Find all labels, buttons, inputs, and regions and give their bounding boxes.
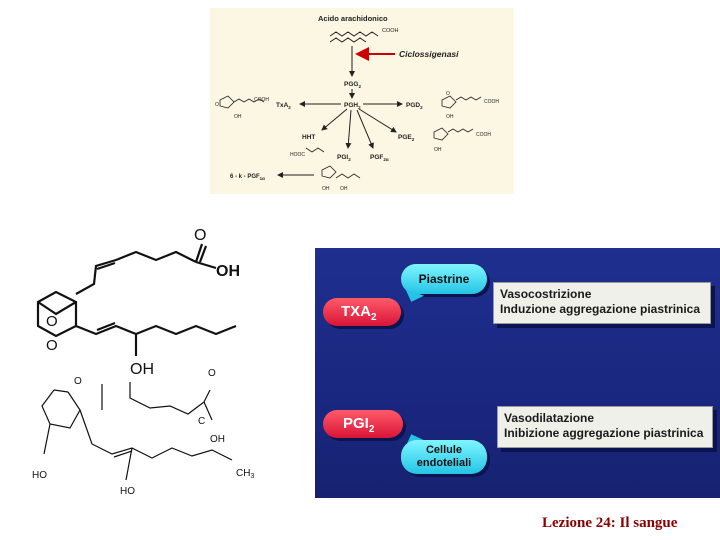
pathway-diagram: Acido arachidonico COOH Ciclossigenasi P…: [215, 14, 499, 192]
txa2-ring: [219, 95, 235, 109]
txa2-chain: [233, 98, 265, 103]
carbonyl-bond: [194, 243, 204, 263]
endothelial-cells-pill: Cellule endoteliali: [401, 440, 487, 474]
lower-chain: [75, 324, 237, 336]
txa2-effect-vasoconstriction: Vasocostrizione: [500, 287, 592, 301]
txa2-cooh: COOH: [254, 97, 269, 103]
pg-ch3: CH3: [236, 468, 254, 480]
pgi2-oh-2: OH: [340, 186, 348, 192]
pgi2-chain: [305, 147, 325, 153]
pg-ring-ho: HO: [32, 470, 47, 481]
cyclooxygenase-pathway-scheme: Acido arachidonico COOH Ciclossigenasi P…: [210, 8, 514, 194]
pge2-cooh: COOH: [476, 132, 491, 138]
bridge: [37, 301, 77, 316]
tx-ring-o2: O: [46, 337, 58, 354]
pg-acid-bond: [203, 401, 213, 421]
txa2-pgi2-effects-panel: Piastrine TXA2 Vasocostrizione Induzione…: [315, 248, 720, 498]
pgi2-effect-vasodilation: Vasodilatazione: [504, 411, 595, 425]
pgf2a-label: PGF2α: [370, 154, 389, 162]
substrate-label: Acido arachidonico: [318, 14, 388, 23]
txa2-pill-label: TXA: [341, 303, 371, 320]
txa2-label: TxA2: [276, 102, 291, 110]
lecture-footer: Lezione 24: Il sangue: [542, 515, 678, 531]
pgi2-effect-inhibition: Inibizione aggregazione piastrinica: [504, 426, 704, 440]
pgi2-hooc: HOOC: [290, 152, 305, 158]
tx-carbonyl-o: O: [194, 227, 206, 244]
txa2-o: O: [215, 102, 219, 108]
pgd2-oh: OH: [446, 114, 454, 120]
carbonyl-bond-2: [198, 245, 208, 263]
endothelial-label-2: endoteliali: [416, 457, 472, 469]
pg-upper-chain: [129, 382, 205, 415]
lower-double-bond: [96, 321, 116, 332]
arachidonic-chain: [329, 31, 379, 37]
keto-label: 6 - k - PGF1α: [230, 174, 265, 181]
upper-double-bond: [96, 261, 116, 271]
pg-o-left: O: [74, 376, 82, 387]
pgi2-label: PGI2: [337, 154, 351, 162]
pgi2-pill: PGI2: [323, 410, 403, 438]
pg-o-right: O: [208, 368, 216, 379]
pg-lower-double: [113, 450, 133, 458]
pg-lower-chain: [79, 409, 233, 461]
pg-ring: [41, 389, 81, 429]
pg-acid-oh: OH: [210, 434, 225, 445]
pg-ho-bond: [43, 423, 51, 455]
pgd2-label: PGD2: [406, 102, 423, 110]
pgd2-ring: [441, 95, 457, 109]
pgd2-o: O: [446, 91, 450, 97]
thromboxane-drawing: O OH O O OH: [36, 227, 240, 378]
pgh2-label: PGH2: [344, 102, 361, 110]
tx-acid-oh: OH: [216, 263, 240, 280]
pgi2-oh-1: OH: [322, 186, 330, 192]
prostacyclin-drawing: O O C OH HO CH3 HO: [32, 368, 254, 497]
pge2-oh: OH: [434, 147, 442, 153]
hht-label: HHT: [302, 134, 315, 141]
pgi2-side-chain: [335, 173, 361, 179]
upper-chain: [75, 250, 197, 295]
endothelial-label-1: Cellule: [425, 444, 463, 456]
arachidonic-chain-2: [329, 37, 367, 43]
pg-chain-ho-bond: [125, 447, 133, 481]
tx-ring-o1: O: [46, 313, 58, 330]
pgd2-cooh: COOH: [484, 99, 499, 105]
substrate-cooh: COOH: [382, 28, 399, 34]
pg-carbonyl: [203, 389, 211, 403]
pge2-label: PGE2: [398, 134, 415, 142]
txa2-effect-aggregation: Induzione aggregazione piastrinica: [500, 302, 701, 316]
txa2-effects-box: Vasocostrizione Induzione aggregazione p…: [493, 282, 711, 324]
pgg2-label: PGG2: [344, 81, 361, 89]
pgi2-ring: [321, 165, 337, 179]
pg-ring-close: [53, 389, 69, 393]
arrow-to-pgi2: [345, 109, 352, 149]
pge2-chain: [447, 128, 474, 133]
txa2-oh: OH: [234, 114, 242, 120]
tx-side-oh: OH: [130, 361, 154, 378]
pgi2-effects-box: Vasodilatazione Inibizione aggregazione …: [497, 406, 713, 448]
thromboxane-structure: O OH O O OH: [18, 222, 288, 382]
txa2-pill: TXA2: [323, 298, 401, 326]
pgi2-pill-label: PGI: [343, 415, 369, 432]
arrow-to-pge2: [358, 108, 397, 133]
platelets-pill: Piastrine: [401, 264, 487, 294]
pg-chain-ho: HO: [120, 486, 135, 497]
enzyme-label: Ciclossigenasi: [399, 49, 459, 59]
pg-c-label: C: [198, 416, 205, 427]
prostacyclin-structure: O O C OH HO CH3 HO: [28, 362, 290, 497]
arrow-to-pgf2a: [356, 109, 374, 149]
pgi2-pill-sub: 2: [368, 424, 375, 435]
txa2-pill-sub: 2: [371, 312, 377, 323]
arrow-to-hht: [321, 108, 348, 131]
acid-bond: [195, 260, 217, 270]
pge2-ring: [433, 127, 449, 141]
pgd2-chain: [455, 96, 482, 101]
